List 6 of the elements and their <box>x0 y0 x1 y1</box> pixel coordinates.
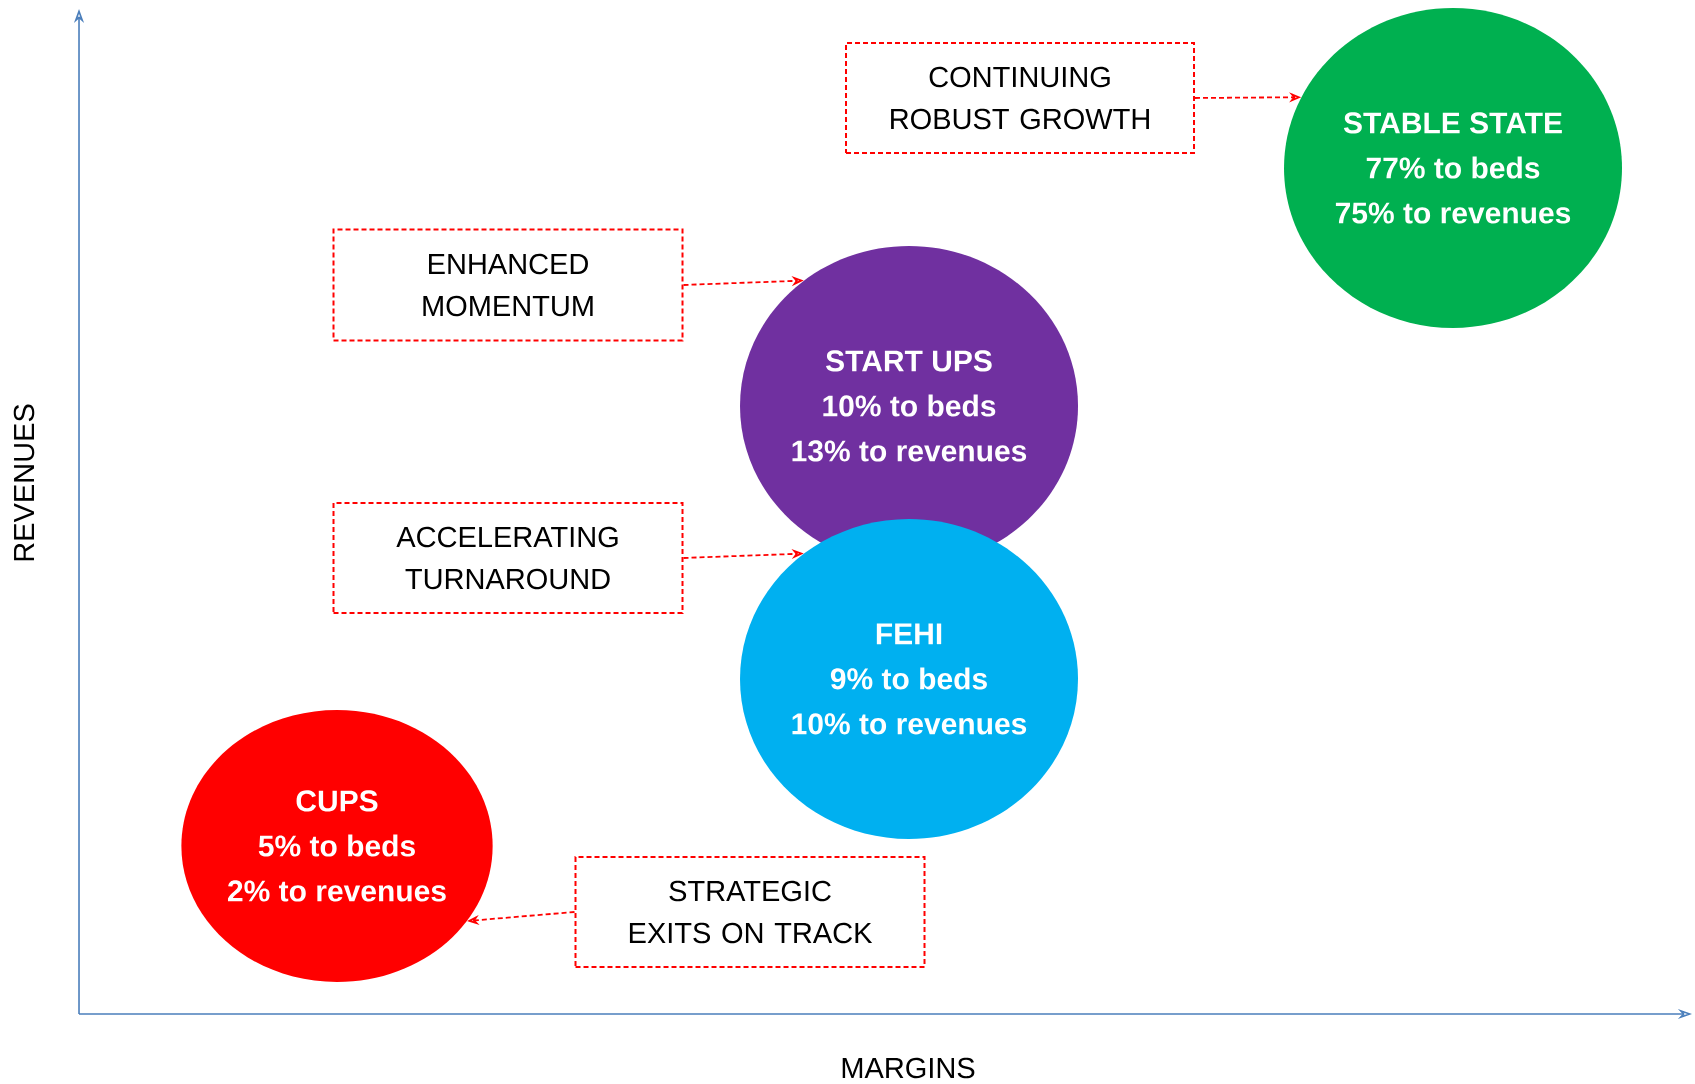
axis-label: REVENUES <box>13 404 35 561</box>
axis-label: MARGINS <box>842 1057 975 1079</box>
dashed-box: ACCELERATING TURNAROUND <box>332 502 684 614</box>
dashed-box: STRATEGIC EXITS ON TRACK <box>574 856 926 968</box>
dashed-box: CONTINUING ROBUST GROWTH <box>845 42 1195 154</box>
dashed-box: ENHANCED MOMENTUM <box>332 228 684 342</box>
